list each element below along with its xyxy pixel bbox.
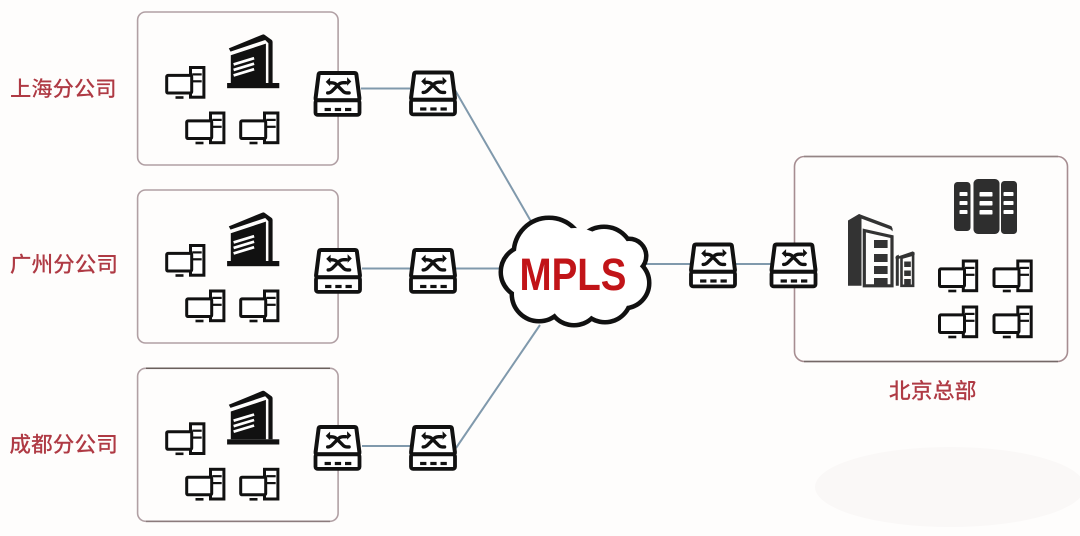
svg-text:MPLS: MPLS — [520, 249, 627, 300]
